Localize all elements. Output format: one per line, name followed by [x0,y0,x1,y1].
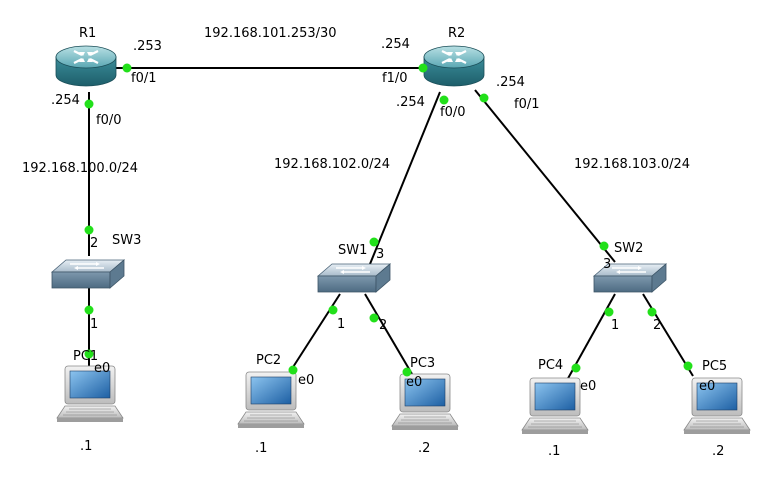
port-dot-r1-f0-1 [122,63,132,73]
port-dot-sw1-1 [328,305,338,315]
port-dot-sw1-3 [369,237,379,247]
switch-sw3[interactable] [51,259,125,289]
link-r2-sw2 [474,89,616,263]
port-dot-sw3-2 [84,225,94,235]
router-icon [422,44,486,88]
addr-label-r1-f0-0: .254 [51,93,80,108]
switch-sw1[interactable] [317,263,391,293]
port-dot-sw2-1 [604,307,614,317]
addr-label-r2-f1-0: .254 [381,37,410,52]
pc-pc1[interactable] [56,365,124,423]
link-r2-sw1 [369,91,441,265]
device-labels: R1 R2 SW3 SW1 SW2 PC1 PC2 PC3 PC4 PC5 [73,26,727,374]
port-label-sw2-2: 2 [653,318,661,333]
router-r2[interactable] [422,44,486,88]
network-links [88,67,694,383]
interface-labels: .253 f0/1 .254 f1/0 .254 f0/0 .254 f0/0 … [51,37,715,394]
host-address-labels: .1 .1 .2 .1 .2 [80,439,724,459]
iface-label-pc1: e0 [94,361,110,376]
port-label-sw3-2: 2 [90,236,98,251]
device-label-sw3: SW3 [112,233,141,248]
port-dot-pc1-e0 [84,349,94,359]
device-label-pc1: PC1 [73,349,98,364]
port-dot-pc3-e0 [402,367,412,377]
port-label-sw1-1: 1 [337,317,345,332]
network-label-r1-sw3: 192.168.100.0/24 [22,161,138,176]
link-sw1-pc3 [364,293,413,375]
computer-icon [521,377,589,435]
iface-label-pc3: e0 [406,375,422,390]
network-label-r2-sw1: 192.168.102.0/24 [274,157,390,172]
port-label-r1-f0-1: f0/1 [131,71,157,86]
port-dot-pc4-e0 [571,363,581,373]
port-label-sw2-3: 3 [603,257,611,272]
iface-label-pc2: e0 [298,373,314,388]
port-label-r2-f0-0: f0/0 [440,105,466,120]
port-dot-sw1-2 [369,313,379,323]
computer-icon [237,371,305,429]
device-label-pc2: PC2 [256,353,281,368]
switch-icon [317,263,391,293]
host-address-pc1: .1 [80,439,92,454]
computer-icon [391,373,459,431]
port-dot-sw3-1 [84,305,94,315]
port-label-r2-f1-0: f1/0 [382,71,408,86]
pc-pc4[interactable] [521,377,589,435]
switch-icon [51,259,125,289]
port-dot-pc2-e0 [288,365,298,375]
iface-label-pc4: e0 [580,379,596,394]
iface-label-pc5: e0 [699,379,715,394]
device-label-pc5: PC5 [702,359,727,374]
addr-label-r1-f0-1: .253 [133,39,162,54]
port-dot-r2-f1-0 [418,63,428,73]
addr-label-r2-f0-0: .254 [396,95,425,110]
addr-label-r2-f0-1: .254 [496,75,525,90]
host-address-pc5: .2 [712,444,724,459]
port-dot-r1-f0-0 [84,99,94,109]
port-dot-pc5-e0 [683,361,693,371]
host-address-pc2: .1 [255,441,267,456]
port-dot-r2-f0-0 [439,95,449,105]
device-label-sw1: SW1 [338,243,367,258]
pc-pc2[interactable] [237,371,305,429]
port-dot-r2-f0-1 [479,93,489,103]
device-label-pc3: PC3 [410,356,435,371]
network-labels: 192.168.101.253/30 192.168.100.0/24 192.… [22,26,690,176]
device-label-sw2: SW2 [614,241,643,256]
pc-pc3[interactable] [391,373,459,431]
host-address-pc3: .2 [418,441,430,456]
computer-icon [56,365,124,423]
port-label-r1-f0-0: f0/0 [96,113,122,128]
port-status-dots [84,63,693,377]
host-address-pc4: .1 [548,444,560,459]
port-label-sw1-3: 3 [376,247,384,262]
port-label-sw2-1: 1 [611,318,619,333]
port-label-sw1-2: 2 [379,318,387,333]
network-label-r1-r2: 192.168.101.253/30 [204,26,337,41]
port-label-r2-f0-1: f0/1 [514,97,540,112]
router-icon [54,44,118,88]
computer-icon [683,377,751,435]
port-dot-sw2-2 [647,307,657,317]
device-label-r1: R1 [79,26,96,41]
device-label-pc4: PC4 [538,358,563,373]
port-label-sw3-1: 1 [90,317,98,332]
pc-pc5[interactable] [683,377,751,435]
device-label-r2: R2 [448,26,465,41]
router-r1[interactable] [54,44,118,88]
network-label-r2-sw2: 192.168.103.0/24 [574,157,690,172]
port-dot-sw2-3 [599,241,609,251]
